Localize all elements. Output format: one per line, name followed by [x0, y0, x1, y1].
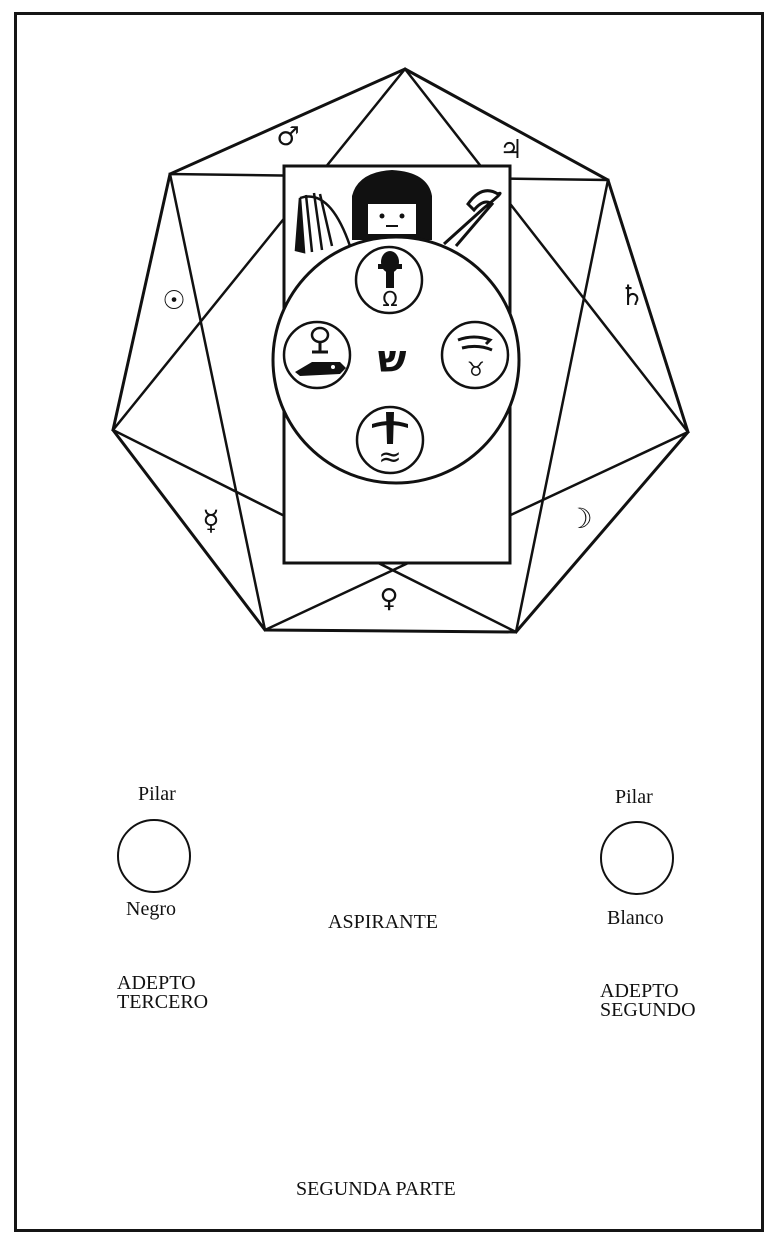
- right-pillar-top-label: Pilar: [615, 787, 653, 807]
- adept-third-label: ADEPTO TERCERO: [117, 974, 208, 1012]
- right-pillar-circle: [600, 821, 674, 895]
- saturn-icon: ♄: [619, 279, 644, 312]
- left-medallion: [284, 322, 350, 388]
- bottom-medallion-mark: ≈: [378, 440, 401, 473]
- mars-icon: ♂: [276, 122, 299, 152]
- mercury-icon: ☿: [202, 504, 219, 537]
- right-medallion-mark: ♉: [467, 357, 485, 381]
- top-medallion-mark: Ω: [382, 287, 397, 311]
- left-pillar-circle: [117, 819, 191, 893]
- hebrew-shin-glyph: ש: [378, 337, 407, 381]
- moon-icon: ☽: [567, 502, 592, 535]
- right-pillar-bottom-label: Blanco: [607, 908, 664, 928]
- sun-icon: ☉: [162, 286, 185, 316]
- left-pillar-top-label: Pilar: [138, 784, 176, 804]
- adept-third-line-2: TERCERO: [117, 993, 208, 1012]
- adept-second-label: ADEPTO SEGUNDO: [600, 982, 696, 1020]
- jupiter-icon: ♃: [499, 135, 522, 165]
- left-pillar-bottom-label: Negro: [126, 899, 176, 919]
- footer-caption: SEGUNDA PARTE: [296, 1179, 456, 1199]
- adept-second-line-2: SEGUNDO: [600, 1001, 696, 1020]
- venus-icon: ♀: [379, 584, 398, 614]
- aspirant-label: ASPIRANTE: [328, 912, 438, 932]
